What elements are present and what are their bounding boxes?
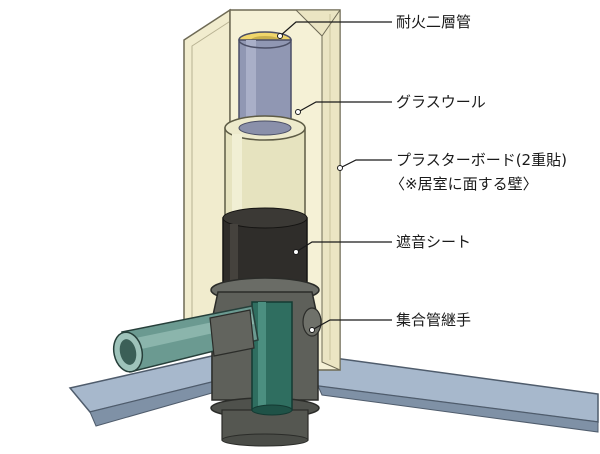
floor-slab xyxy=(68,354,599,433)
leader-dots xyxy=(277,33,343,333)
label-fireproof-pipe: 耐火二層管 xyxy=(396,13,472,31)
riser-pipe xyxy=(251,301,293,416)
label-sound-sheet: 遮音シート xyxy=(396,233,472,251)
label-plasterboard: プラスターボード(2重貼) xyxy=(396,151,567,169)
glass-wool-layer xyxy=(224,115,306,221)
label-glass-wool: グラスウール xyxy=(396,93,486,111)
label-joint: 集合管継手 xyxy=(396,311,472,329)
branch-collar xyxy=(209,309,255,357)
sound-sheet-layer xyxy=(222,207,308,285)
label-plasterboard-note: 〈※居室に面する壁〉 xyxy=(390,175,538,193)
fireproof-pipe xyxy=(238,31,292,131)
leader-lines xyxy=(279,21,392,331)
